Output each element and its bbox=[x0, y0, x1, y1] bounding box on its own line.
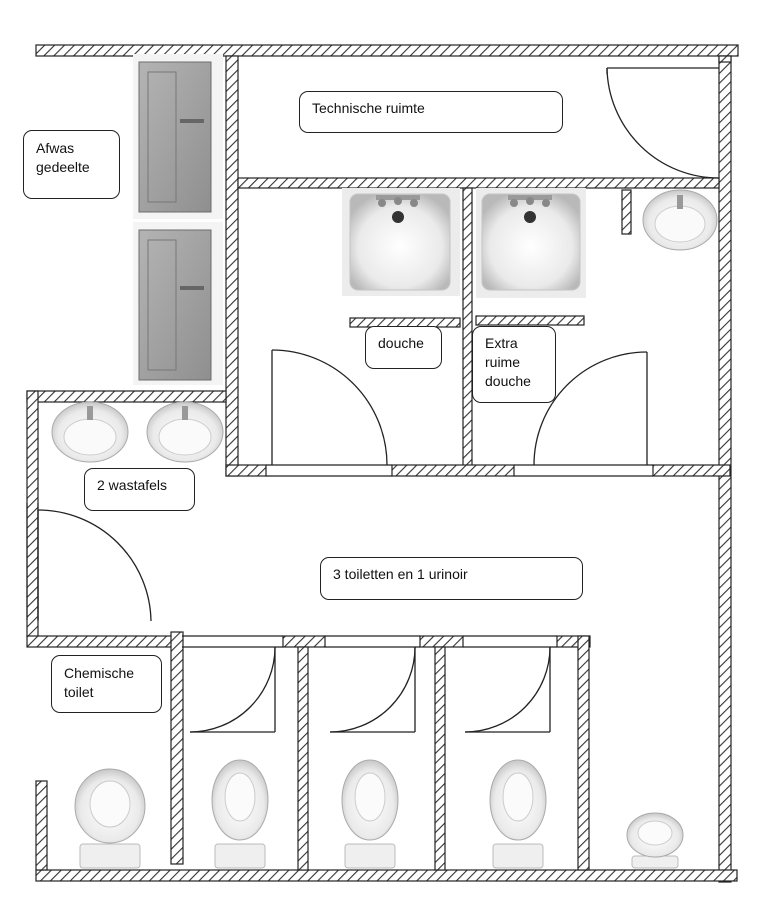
label-3-toiletten-en-1-urinoir: 3 toiletten en 1 urinoir bbox=[320, 557, 583, 600]
label-douche: douche bbox=[365, 326, 442, 369]
door-stall-1 bbox=[189, 646, 276, 733]
label-2-wastafels: 2 wastafels bbox=[84, 468, 195, 511]
label-chemische-toilet: Chemische toilet bbox=[51, 655, 162, 713]
sink-1 bbox=[51, 401, 129, 463]
door-stall-2 bbox=[329, 646, 416, 733]
shower-tray-douche bbox=[342, 188, 460, 296]
doors bbox=[37, 67, 720, 733]
shower-tray-extra-douche bbox=[476, 188, 586, 298]
urinoir bbox=[626, 812, 684, 869]
label-technische-ruimte: Technische ruimte bbox=[299, 91, 563, 133]
shower-trays bbox=[342, 188, 586, 298]
toilet-chemisch bbox=[74, 768, 146, 869]
door-stall-3 bbox=[464, 646, 551, 733]
sinks bbox=[51, 189, 718, 463]
wall-bottom bbox=[35, 869, 738, 882]
toilets bbox=[74, 759, 684, 869]
wall-left-lower bbox=[35, 780, 48, 871]
wall-top bbox=[35, 44, 739, 57]
door-wastafels bbox=[37, 509, 152, 622]
door-technische-ruimte bbox=[606, 67, 720, 179]
toilet-3 bbox=[489, 759, 547, 869]
sink-shower-area bbox=[642, 189, 718, 251]
walls bbox=[26, 44, 739, 883]
label-afwas-gedeelte: Afwas gedeelte bbox=[23, 130, 120, 199]
label-extra-ruime-douche: Extra ruime douche bbox=[472, 326, 556, 403]
toilet-2 bbox=[341, 759, 399, 869]
door-douche bbox=[271, 349, 388, 466]
afwas-cabinets bbox=[133, 54, 223, 385]
sink-2 bbox=[146, 401, 224, 463]
toilet-1 bbox=[211, 759, 269, 869]
door-extra-douche bbox=[533, 351, 648, 466]
